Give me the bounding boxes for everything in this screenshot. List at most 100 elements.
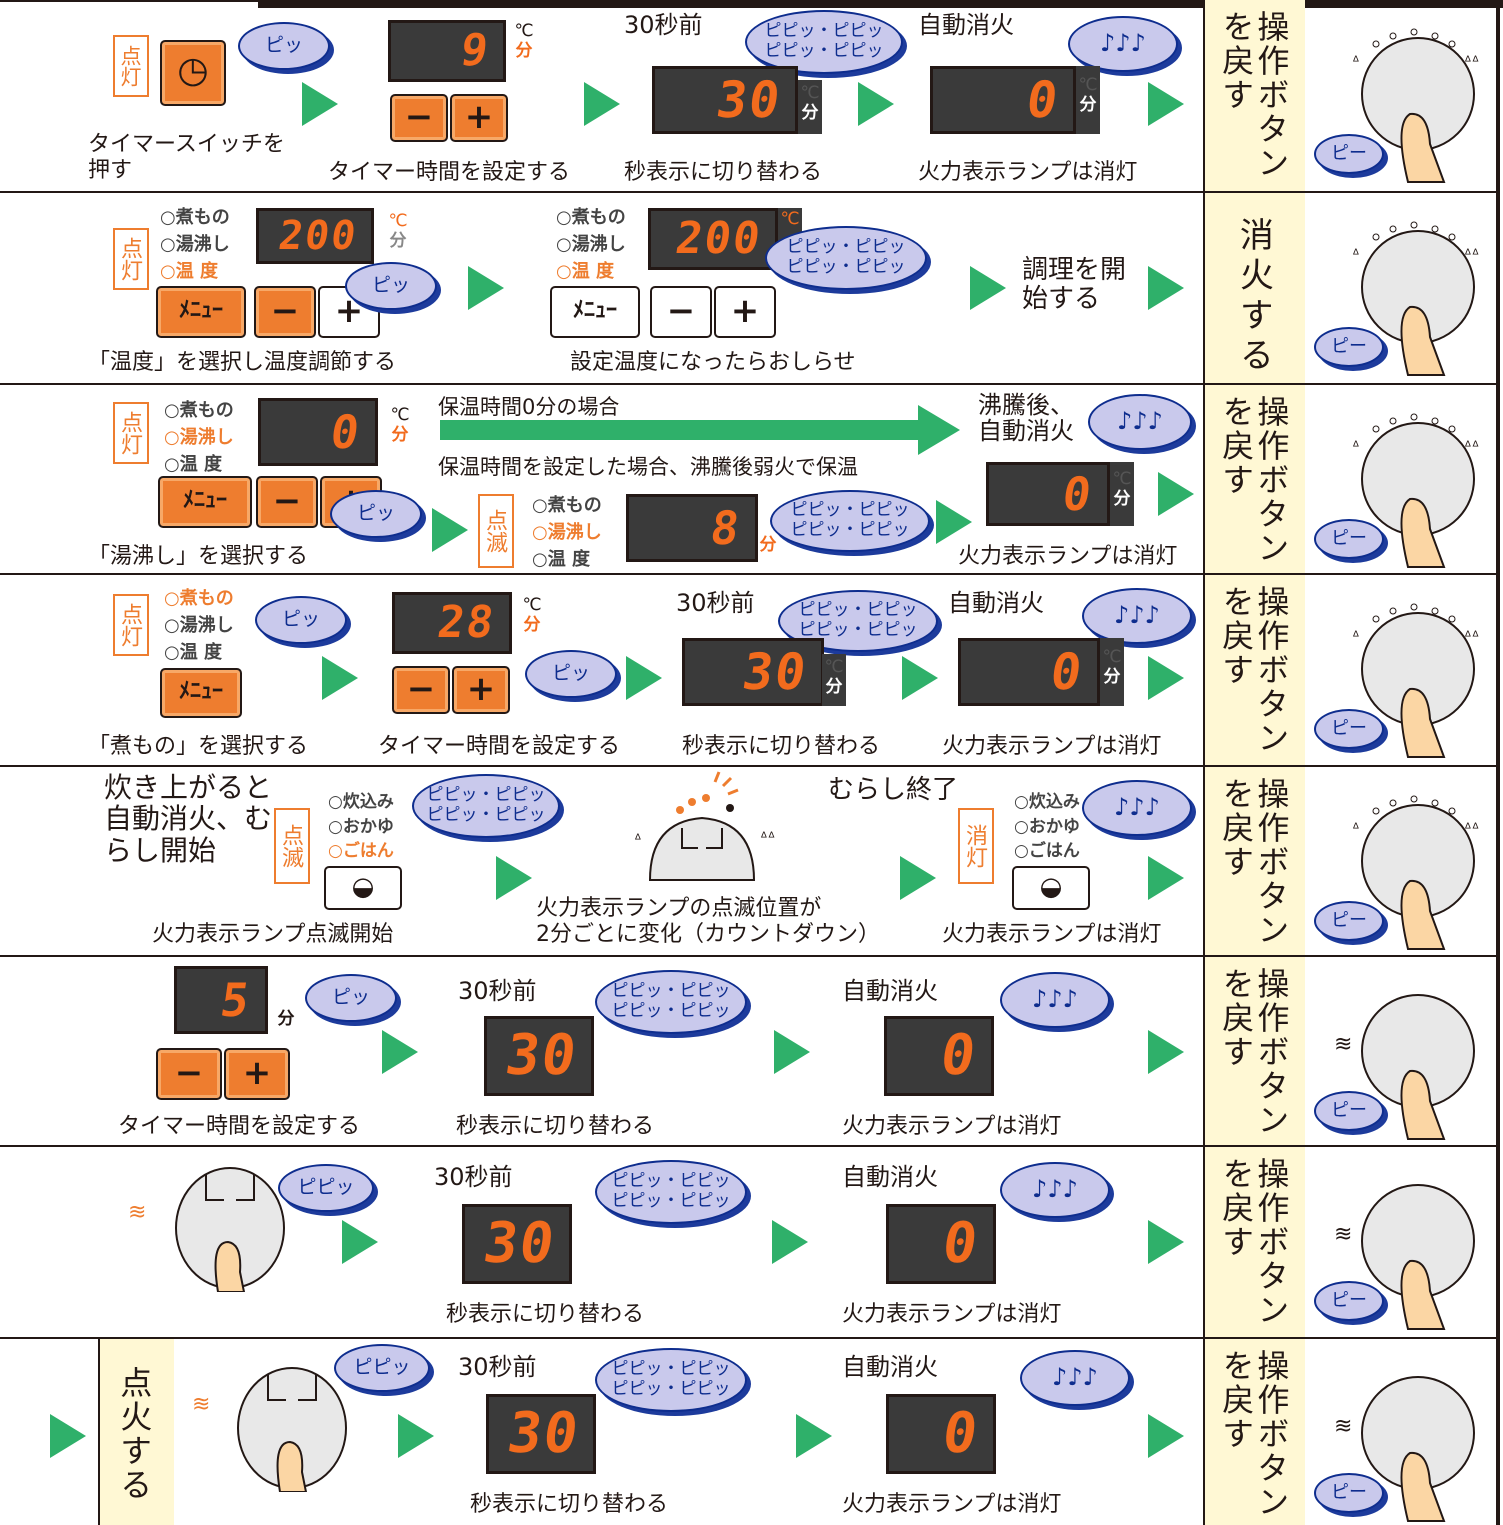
melody-bubble: ♪♪♪ bbox=[1088, 394, 1192, 450]
flow-arrow bbox=[432, 508, 468, 552]
menu-button[interactable]: ﾒﾆｭｰ bbox=[160, 668, 242, 718]
flow-arrow bbox=[1148, 1220, 1184, 1264]
row-divider bbox=[0, 573, 1500, 575]
minus-button[interactable]: − bbox=[650, 286, 712, 338]
flow-arrow bbox=[1148, 656, 1184, 700]
flow-arrow bbox=[382, 1030, 418, 1074]
side-divider bbox=[1203, 0, 1205, 1525]
rice-menu: ○炊込み○おかゆ○ごはん bbox=[328, 792, 394, 862]
pe-bubble: ピー bbox=[1314, 1473, 1384, 1513]
svg-text:ᐞ: ᐞ bbox=[1352, 247, 1360, 263]
rice-button[interactable]: ◒ bbox=[324, 866, 402, 910]
mode-menu: ○煮もの○湯沸し○温 度 bbox=[556, 207, 626, 282]
pi-bubble: ピッ bbox=[525, 650, 617, 698]
fish-grill-icon: ≋ bbox=[128, 1200, 147, 1225]
long-bubble: ピピッ・ピピッ ピピッ・ピピッ bbox=[595, 1160, 747, 1224]
before30-label: 30秒前 bbox=[458, 1353, 537, 1381]
blink-tag: 点滅 bbox=[478, 494, 514, 568]
flow-arrow bbox=[1148, 856, 1184, 900]
minus-button[interactable]: − bbox=[254, 286, 316, 338]
lamp-off-caption: 火力表示ランプは消灯 bbox=[918, 160, 1138, 185]
set-timer-caption: タイマー時間を設定する bbox=[328, 160, 571, 185]
temp-display: 200 bbox=[256, 208, 374, 264]
menu-button[interactable]: ﾒﾆｭｰ bbox=[156, 286, 246, 338]
plus-button[interactable]: + bbox=[714, 286, 776, 338]
timer-switch-button[interactable]: ◷ bbox=[160, 40, 226, 106]
svg-text:≋: ≋ bbox=[1334, 1414, 1352, 1439]
keepset-label: 保温時間を設定した場合、沸騰後弱火で保温 bbox=[438, 455, 858, 479]
lamp-off-caption: 火力表示ランプは消灯 bbox=[942, 922, 1162, 947]
auto-off-label: 自動消火 bbox=[842, 977, 938, 1005]
grill-knob-icon bbox=[237, 1367, 347, 1492]
flow-arrow bbox=[1148, 1030, 1184, 1074]
sec-switch-caption: 秒表示に切り替わる bbox=[682, 734, 881, 759]
off-tag: 消灯 bbox=[958, 808, 994, 884]
svg-text:ᐞ: ᐞ bbox=[1352, 439, 1360, 455]
pe-bubble: ピー bbox=[1314, 901, 1384, 941]
set-timer-caption: タイマー時間を設定する bbox=[378, 734, 621, 759]
row-divider bbox=[0, 191, 1500, 193]
svg-text:ᐞ: ᐞ bbox=[634, 832, 642, 848]
row-divider bbox=[0, 1337, 1500, 1339]
plus-button[interactable]: + bbox=[452, 666, 510, 714]
svg-text:ᐞᐞ: ᐞᐞ bbox=[1464, 821, 1479, 837]
return-knob-label: 操作ボタンを戻す bbox=[1217, 1157, 1291, 1327]
plus-button[interactable]: + bbox=[450, 94, 508, 142]
blink-tag: 点滅 bbox=[274, 808, 310, 884]
rice-button[interactable]: ◒ bbox=[1012, 866, 1090, 910]
light-tag: 点灯 bbox=[113, 228, 149, 290]
minus-button[interactable]: − bbox=[156, 1048, 222, 1100]
svg-text:ᐞᐞ: ᐞᐞ bbox=[1464, 54, 1479, 70]
pe-bubble: ピー bbox=[1314, 134, 1384, 174]
long-bubble: ピピッ・ピピッ ピピッ・ピピッ bbox=[412, 774, 560, 838]
flow-arrow bbox=[496, 856, 532, 900]
before30-label: 30秒前 bbox=[624, 11, 703, 39]
minus-button[interactable]: − bbox=[256, 476, 318, 528]
flow-arrow bbox=[772, 1220, 808, 1264]
auto-off-label: 自動消火 bbox=[948, 589, 1044, 617]
lamp-off-caption: 火力表示ランプは消灯 bbox=[842, 1114, 1062, 1139]
before30-label: 30秒前 bbox=[458, 977, 537, 1005]
action-bar bbox=[1205, 957, 1305, 1145]
pipi-bubble: ピピッ bbox=[334, 1344, 430, 1392]
menu-button[interactable]: ﾒﾆｭｰ bbox=[550, 286, 640, 338]
flow-arrow bbox=[1148, 1414, 1184, 1458]
auto-off-label: 自動消火 bbox=[918, 11, 1014, 39]
flow-arrow bbox=[970, 266, 1006, 310]
svg-text:ᐞ: ᐞ bbox=[1352, 821, 1360, 837]
press-timer-caption: タイマースイッチを押す bbox=[88, 132, 285, 184]
action-bar bbox=[1205, 193, 1305, 383]
zero-display: 0 bbox=[986, 462, 1110, 526]
action-bar bbox=[1205, 575, 1305, 765]
minus-button[interactable]: − bbox=[392, 666, 450, 714]
return-knob-label: 操作ボタンを戻す bbox=[1217, 777, 1291, 947]
flow-arrow bbox=[900, 856, 936, 900]
pi-bubble: ピッ bbox=[255, 596, 347, 644]
long-bubble: ピピッ・ピピッ ピピッ・ピピッ bbox=[745, 10, 903, 74]
keep0-arrowhead bbox=[918, 405, 960, 455]
top-left-stub bbox=[0, 0, 258, 2]
melody-bubble: ♪♪♪ bbox=[1082, 780, 1192, 836]
light-tag: 点灯 bbox=[113, 35, 149, 97]
pipi-bubble: ピピッ bbox=[278, 1164, 374, 1212]
long-bubble: ピピッ・ピピッ ピピッ・ピピッ bbox=[778, 590, 938, 652]
action-bar bbox=[1205, 385, 1305, 573]
temp-display: 0 bbox=[258, 398, 378, 466]
set-timer-caption: タイマー時間を設定する bbox=[118, 1114, 361, 1139]
plus-button[interactable]: + bbox=[224, 1048, 290, 1100]
steam-end-label: むらし終了 bbox=[828, 775, 959, 805]
menu-button[interactable]: ﾒﾆｭｰ bbox=[158, 476, 252, 528]
minus-button[interactable]: − bbox=[390, 94, 448, 142]
zero-display: 0 bbox=[886, 1204, 996, 1284]
pe-bubble: ピー bbox=[1314, 519, 1384, 559]
long-bubble: ピピッ・ピピッ ピピッ・ピピッ bbox=[595, 1348, 747, 1412]
fish-grill-icon: ≋ bbox=[192, 1392, 211, 1417]
svg-text:≋: ≋ bbox=[1334, 1222, 1352, 1247]
notice-caption: 設定温度になったらおしらせ bbox=[570, 350, 856, 375]
